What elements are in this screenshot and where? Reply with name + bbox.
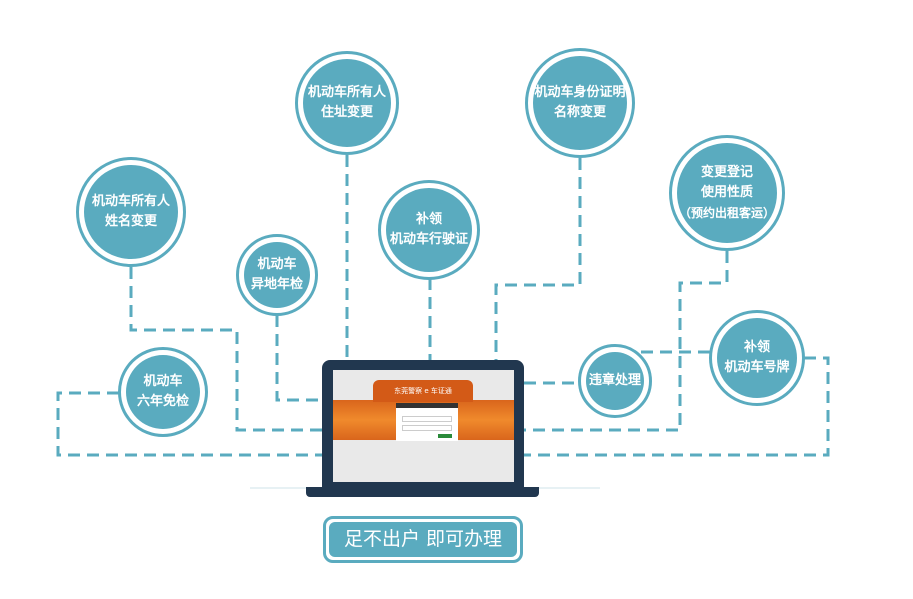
- node-violation-handling: 违章处理: [578, 344, 652, 418]
- node-label: 机动车: [257, 257, 297, 272]
- cta-label: 足不出户 即可办理: [329, 522, 517, 557]
- node-reissue-plate: 补领机动车号牌: [709, 310, 805, 406]
- node-reissue-license: 补领机动车行驶证: [378, 180, 480, 280]
- node-label: 住址变更: [320, 105, 373, 120]
- node-owner-name-change: 机动车所有人姓名变更: [76, 157, 186, 267]
- node-label: 机动车所有人: [307, 85, 386, 100]
- node-label: 机动车身份证明: [534, 85, 626, 100]
- laptop-base: [306, 487, 539, 497]
- node-label: （预约出租客运）: [678, 206, 775, 220]
- node-label: 六年免检: [136, 394, 189, 409]
- node-address-change: 机动车所有人住址变更: [295, 51, 399, 155]
- site-banner: 东莞警察 e 车证通: [373, 380, 473, 402]
- node-label: 补领: [743, 340, 770, 355]
- laptop-screen: 东莞警察 e 车证通: [333, 370, 514, 482]
- node-label: 变更登记: [700, 165, 753, 180]
- node-label: 使用性质: [700, 185, 753, 200]
- node-label: 机动车行驶证: [389, 232, 468, 247]
- node-six-year-exemption: 机动车六年免检: [118, 347, 208, 437]
- node-remote-inspection: 机动车异地年检: [236, 234, 318, 316]
- cta-button[interactable]: 足不出户 即可办理: [323, 516, 523, 563]
- node-label: 机动车所有人: [91, 194, 170, 209]
- node-label: 异地年检: [250, 277, 303, 292]
- node-label: 机动车号牌: [724, 360, 790, 375]
- node-label: 机动车: [143, 374, 183, 389]
- node-id-name-change: 机动车身份证明名称变更: [525, 48, 635, 158]
- node-label: 姓名变更: [104, 214, 157, 229]
- node-usage-change: 变更登记使用性质 （预约出租客运）: [669, 135, 785, 251]
- node-label: 违章处理: [588, 373, 641, 388]
- node-label: 名称变更: [553, 105, 606, 120]
- node-label: 补领: [415, 212, 442, 227]
- laptop: 东莞警察 e 车证通: [322, 360, 524, 488]
- login-panel: [396, 403, 458, 441]
